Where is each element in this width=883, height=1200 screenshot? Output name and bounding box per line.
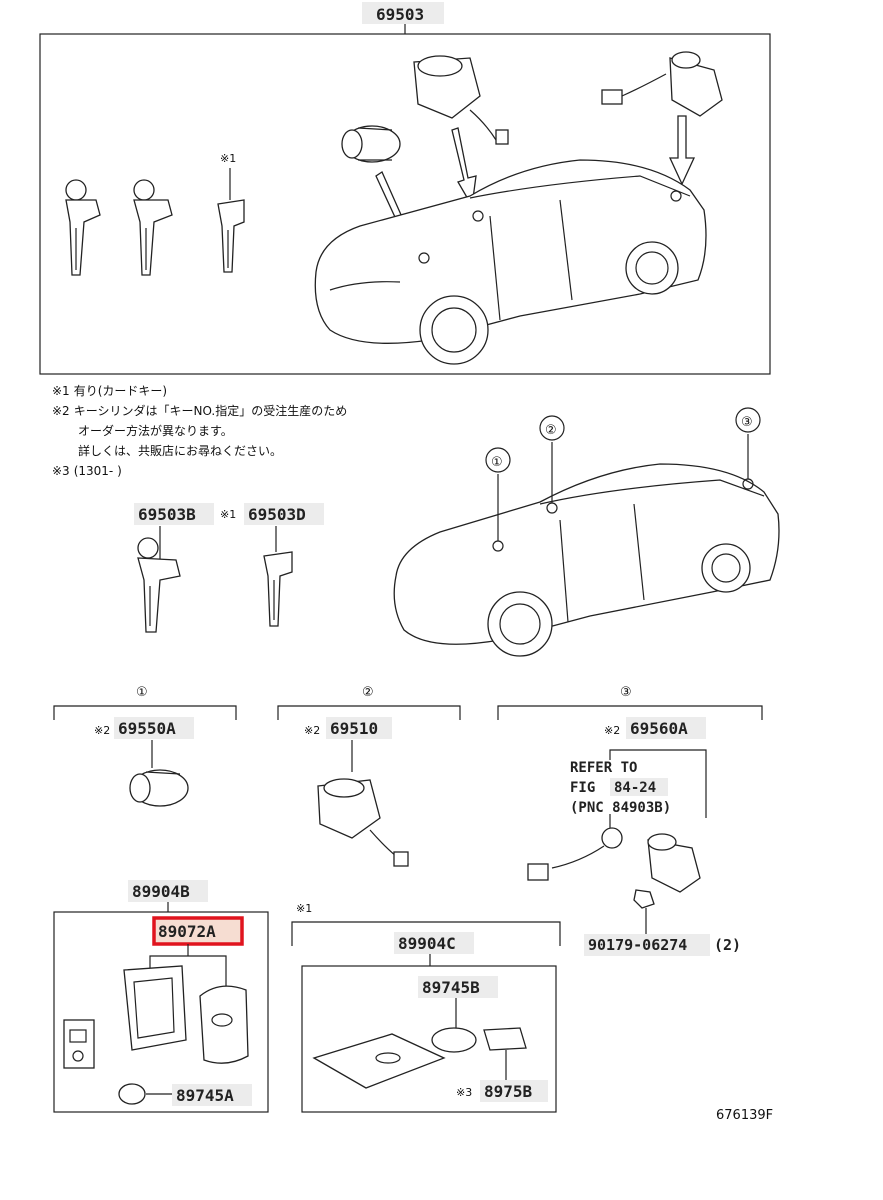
remote-key-frame	[53, 911, 269, 1113]
key-69503d-mark: ※1	[220, 508, 236, 521]
part-69510-label[interactable]: 69510	[330, 719, 378, 738]
card-sub-mark: ※3	[456, 1086, 472, 1099]
note-text: オーダー方法が異なります。	[78, 423, 233, 438]
screw-qty: (2)	[714, 936, 741, 954]
screw-icon	[633, 889, 655, 909]
figure-id: 676139F	[716, 1108, 773, 1123]
group-3-circle: ③	[620, 685, 632, 700]
part-8975b-label[interactable]: 8975B	[484, 1082, 533, 1101]
note-mark: ※1	[52, 384, 70, 398]
key-icon	[137, 537, 181, 633]
part-69560a-label[interactable]: 69560A	[630, 719, 688, 738]
car-illustration	[314, 159, 707, 365]
part-89904b-label[interactable]: 89904B	[132, 882, 190, 901]
notes-block: ※1 有り(カードキー) ※2 キーシリンダは「キーNO.指定」の受注生産のため オ…	[52, 384, 347, 478]
key-icon	[65, 179, 101, 276]
note-text: 有り(カードキー)	[74, 384, 167, 398]
note-mark: ※2	[52, 404, 70, 418]
group-1-circle: ①	[136, 685, 148, 700]
part-89745a-label[interactable]: 89745A	[176, 1086, 234, 1105]
card-section-mark: ※1	[296, 902, 312, 915]
emergency-key-icon	[217, 199, 245, 273]
refer-pnc[interactable]: (PNC 84903B)	[570, 800, 671, 816]
remote-key-board-icon	[63, 1019, 95, 1069]
selected-part-highlight-bg	[154, 918, 242, 944]
door-lock-cylinder-icon	[341, 125, 401, 163]
top-part-label[interactable]: 69503	[376, 5, 424, 24]
car-location-illustration	[393, 434, 780, 657]
top-part-label-bg	[362, 2, 444, 24]
key-icon	[133, 179, 173, 276]
group-2-circle: ②	[362, 685, 374, 700]
part-89745b-label[interactable]: 89745B	[422, 978, 480, 997]
part-89904c-label[interactable]: 89904C	[398, 934, 456, 953]
door-lock-cylinder-icon	[129, 769, 189, 807]
trunk-lock-icon	[601, 51, 723, 117]
emergency-key-icon	[263, 551, 293, 627]
ignition-switch-icon	[413, 55, 509, 145]
part-69550a-label[interactable]: 69550A	[118, 719, 176, 738]
note-text: 詳しくは、共販店にお尋ねください。	[78, 443, 282, 458]
remote-key-cover-icon	[199, 985, 249, 1064]
group-1-mark: ※2	[94, 724, 110, 737]
remote-key-shell-icon	[123, 965, 187, 1051]
group-3-mark: ※2	[604, 724, 620, 737]
location-3-marker: ③	[741, 415, 753, 430]
coin-battery-icon	[118, 1083, 146, 1105]
card-sheet-icon	[483, 1027, 527, 1051]
screw-part-label[interactable]: 90179-06274	[588, 936, 687, 954]
location-1-marker: ①	[491, 455, 503, 470]
card-key-mark: ※1	[220, 152, 236, 165]
ignition-switch-icon	[317, 778, 409, 867]
note-mark: ※3	[52, 464, 70, 478]
trunk-lock-icon	[527, 827, 701, 893]
group-2-mark: ※2	[304, 724, 320, 737]
location-2-marker: ②	[545, 423, 557, 438]
part-89072a-label[interactable]: 89072A	[158, 922, 216, 941]
card-key-icon	[312, 1033, 446, 1089]
selected-part-highlight	[152, 916, 244, 946]
key-69503d-label[interactable]: 69503D	[248, 505, 306, 524]
arrow-icon	[668, 115, 696, 186]
refer-fig-link[interactable]: 84-24	[614, 780, 656, 796]
svg-text:※1有り(カードキー): ※1 有り(カードキー)	[52, 384, 167, 398]
svg-text:※3(1301- ): ※3 (1301- )	[52, 464, 122, 478]
arrow-icon	[451, 127, 477, 208]
refer-line-1: REFER TO	[570, 760, 637, 776]
key-69503b-label[interactable]: 69503B	[138, 505, 196, 524]
card-battery-icon	[431, 1027, 477, 1053]
note-text: キーシリンダは「キーNO.指定」の受注生産のため	[74, 403, 348, 418]
card-key-frame	[301, 965, 557, 1113]
refer-fig-prefix: FIG	[570, 780, 595, 796]
top-assembly-frame	[39, 33, 771, 375]
note-text: (1301- )	[74, 464, 122, 478]
